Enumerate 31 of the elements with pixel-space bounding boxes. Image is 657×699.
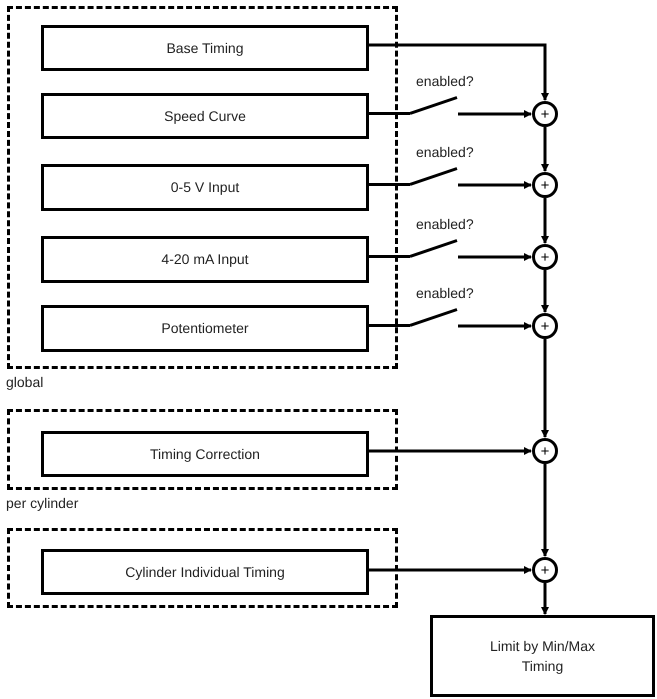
process-box: Speed Curve — [41, 93, 369, 139]
arrow — [458, 181, 532, 189]
arrow — [458, 253, 532, 261]
process-box: Timing Correction — [41, 431, 369, 477]
group-label: per cylinder — [6, 494, 78, 513]
summing-junction: + — [532, 172, 558, 198]
arrow — [541, 339, 549, 438]
arrow — [541, 583, 549, 615]
switch-label: enabled? — [416, 74, 474, 88]
process-box: Cylinder Individual Timing — [41, 549, 369, 595]
switch-label: enabled? — [416, 286, 474, 300]
switch-label: enabled? — [416, 145, 474, 159]
arrow — [541, 270, 549, 313]
process-box: Base Timing — [41, 25, 369, 71]
dashed-group-frame — [7, 528, 398, 608]
process-box: Potentiometer — [41, 305, 369, 352]
arrow — [541, 127, 549, 172]
summing-junction: + — [532, 438, 558, 464]
arrow — [541, 464, 549, 557]
summing-junction: + — [532, 313, 558, 339]
summing-junction: + — [532, 244, 558, 270]
process-box: 4-20 mA Input — [41, 236, 369, 283]
process-box: 0-5 V Input — [41, 164, 369, 211]
summing-junction: + — [532, 101, 558, 127]
group-label: global — [6, 373, 44, 392]
summing-junction: + — [532, 557, 558, 583]
arrow — [458, 110, 532, 118]
arrow — [458, 322, 532, 330]
switch-label: enabled? — [416, 217, 474, 231]
process-box: Limit by Min/Max Timing — [430, 615, 655, 697]
arrow — [541, 198, 549, 244]
